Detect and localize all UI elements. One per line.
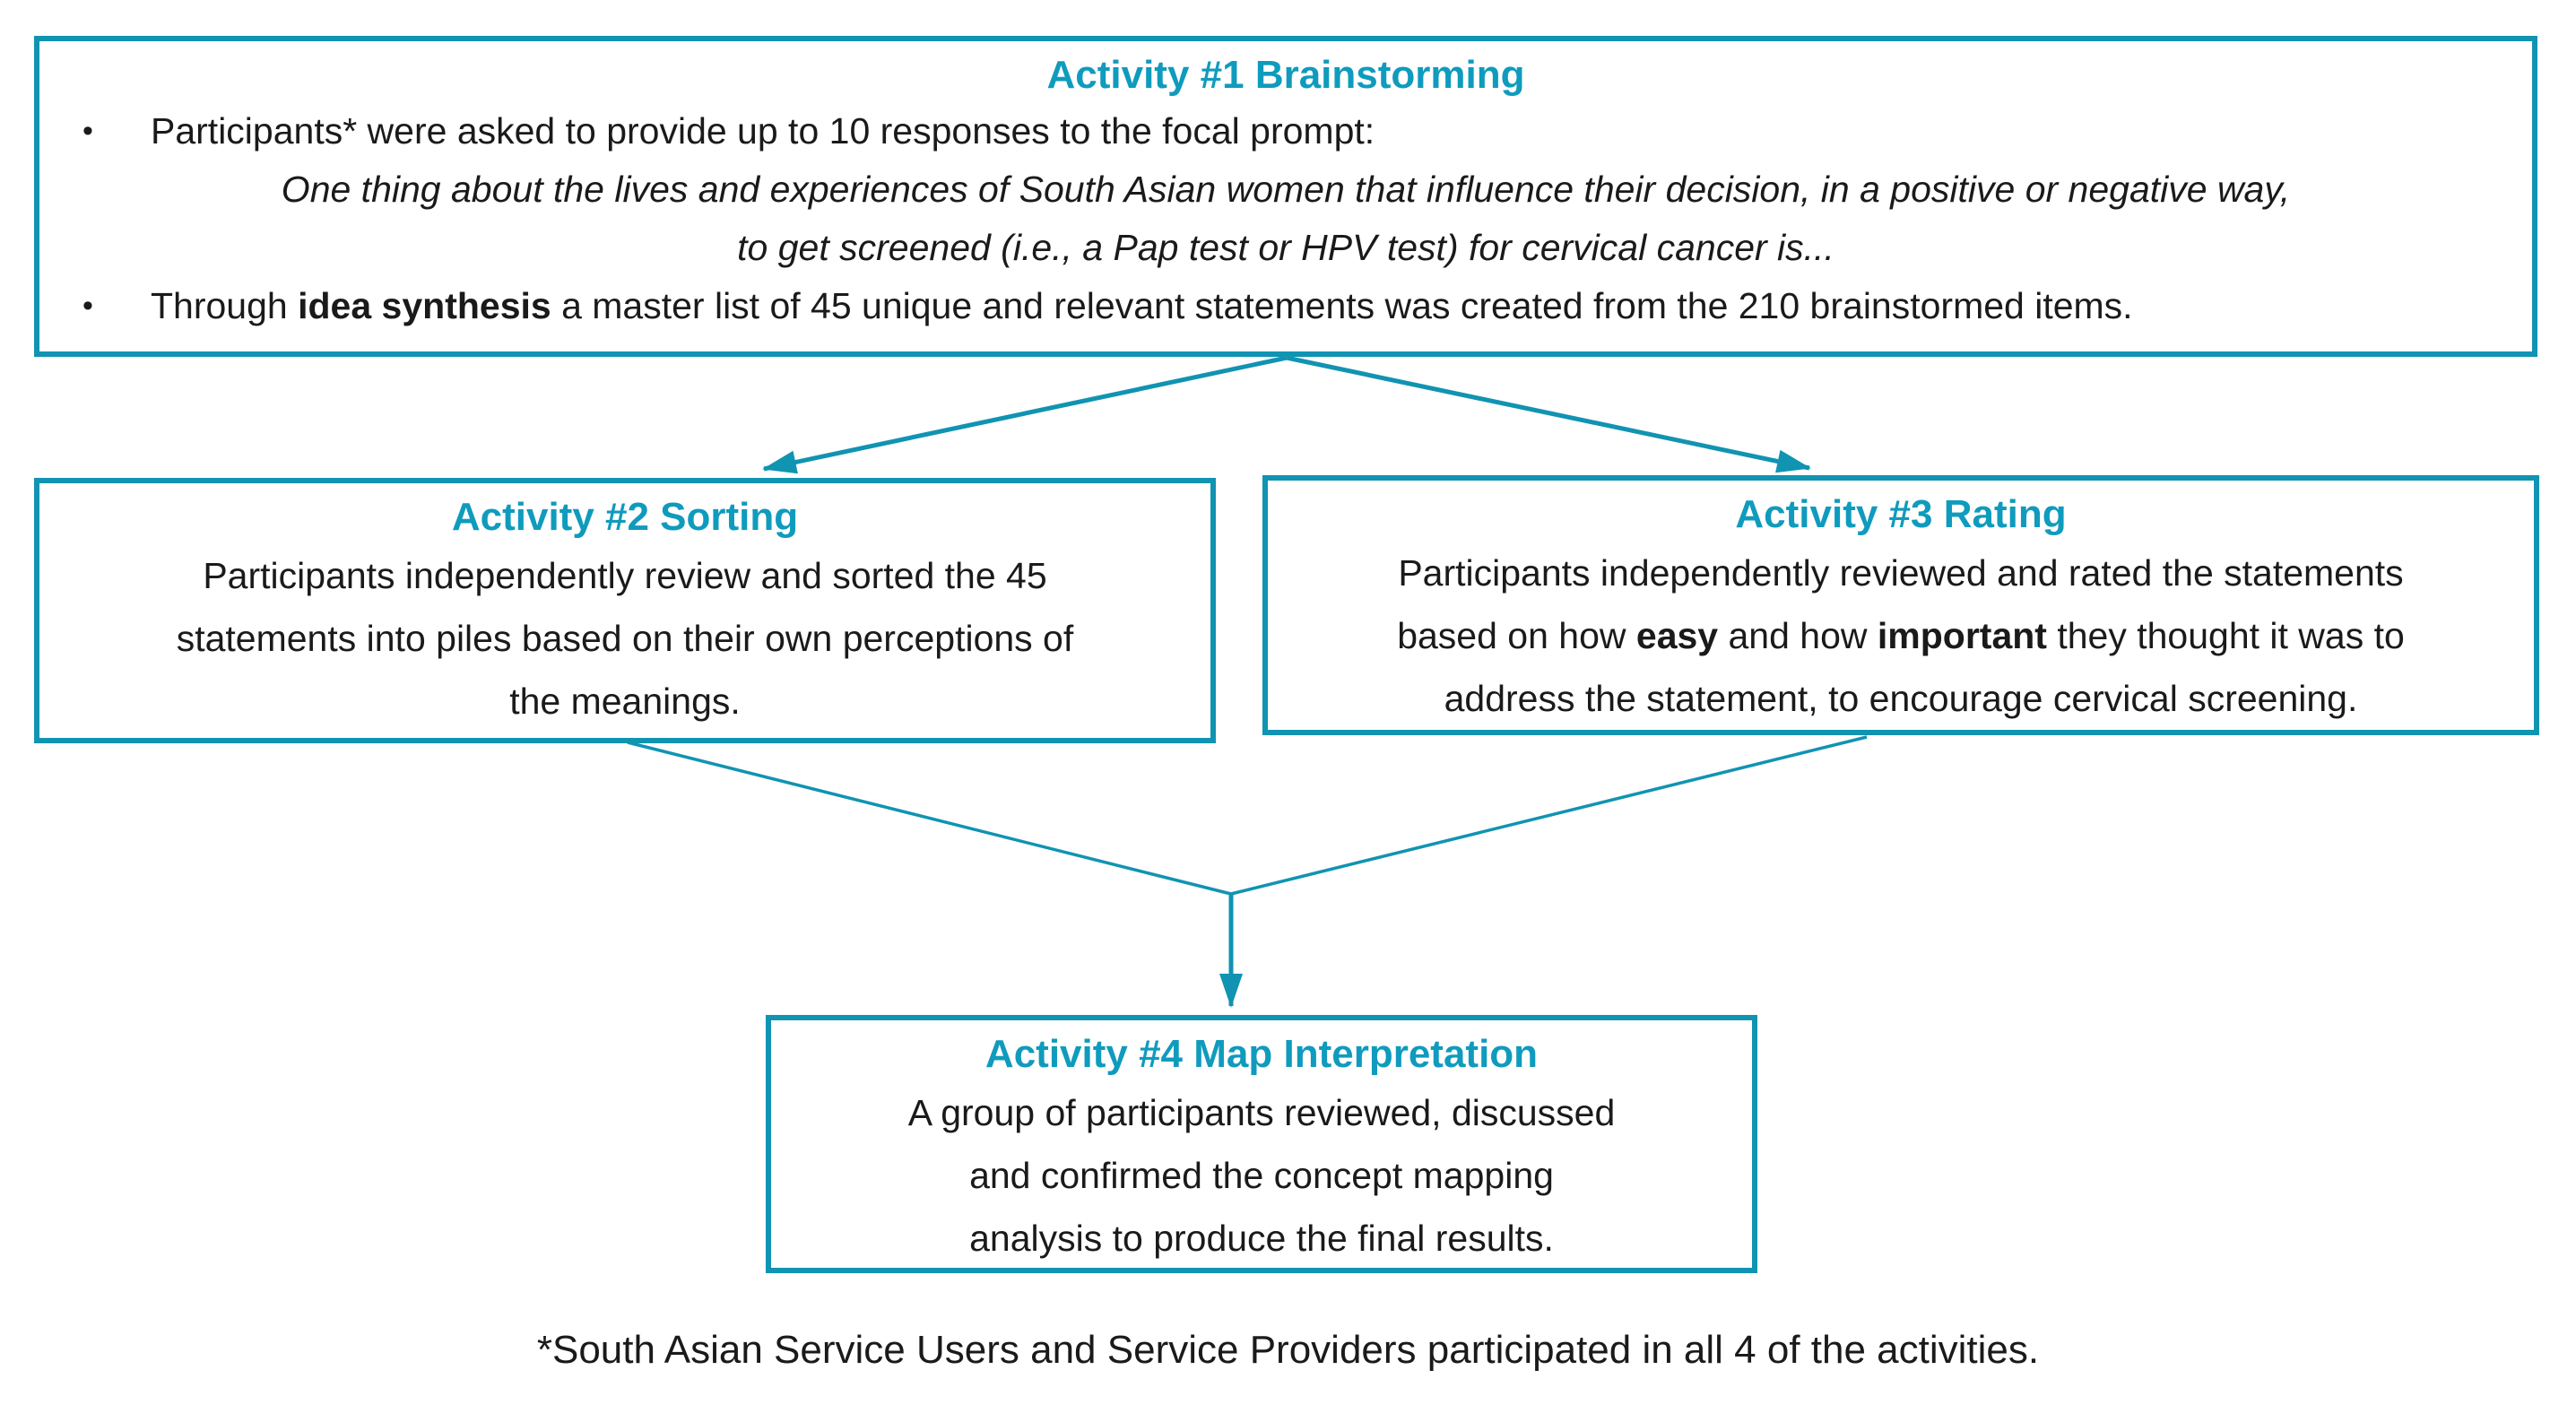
activity1-bullet1-text: Participants* were asked to provide up t…: [151, 110, 1375, 152]
activity3-body-bold-important: important: [1877, 615, 2047, 656]
bullet-marker: •: [82, 114, 93, 148]
activity2-body: Participants independently review and so…: [176, 555, 1074, 722]
activity1-bullet2-post: a master list of 45 unique and relevant …: [551, 285, 2133, 326]
activity1-bullet2-pre: Through: [151, 285, 299, 326]
activity4-title: Activity #4 Map Interpretation: [984, 1032, 1539, 1076]
activity4-box: Activity #4 Map Interpretation A group o…: [766, 1015, 1757, 1273]
activity3-box: Activity #3 Rating Participants independ…: [1262, 475, 2539, 735]
bullet-marker: •: [82, 289, 93, 323]
activity1-bullet2-bold: idea synthesis: [298, 285, 551, 326]
footnote: *South Asian Service Users and Service P…: [536, 1328, 2040, 1372]
activity1-focal-prompt: One thing about the lives and experience…: [281, 169, 2291, 268]
activity1-title: Activity #1 Brainstorming: [1046, 53, 1525, 97]
activity3-body-post: they thought it was to address the state…: [1444, 615, 2405, 719]
activity3-body-mid: and how: [1718, 615, 1878, 656]
activity3-body-pre: Participants independently reviewed and …: [1397, 552, 2404, 656]
activity3-body: Participants independently reviewed and …: [1280, 542, 2521, 730]
activity1-bullet2-row: • Through idea synthesis a master list o…: [61, 277, 2511, 335]
line-activity2-to-junction: [627, 741, 1232, 896]
activity2-box: Activity #2 Sorting Participants indepen…: [34, 478, 1216, 743]
activity2-title: Activity #2 Sorting: [451, 495, 799, 539]
arrow-activity1-to-activity3: [1286, 355, 1811, 473]
activity1-bullet1-row: • Participants* were asked to provide up…: [61, 102, 2511, 160]
line-activity3-to-junction: [1230, 735, 1868, 896]
activity3-title: Activity #3 Rating: [1735, 492, 2067, 536]
activity1-box: Activity #1 Brainstorming • Participants…: [34, 36, 2537, 357]
activity3-body-bold-easy: easy: [1635, 615, 1719, 656]
arrow-activity1-to-activity2: [762, 355, 1288, 474]
activity4-body: A group of participants reviewed, discus…: [907, 1092, 1616, 1259]
activity1-bullet2-text: Through idea synthesis a master list of …: [151, 277, 2133, 335]
